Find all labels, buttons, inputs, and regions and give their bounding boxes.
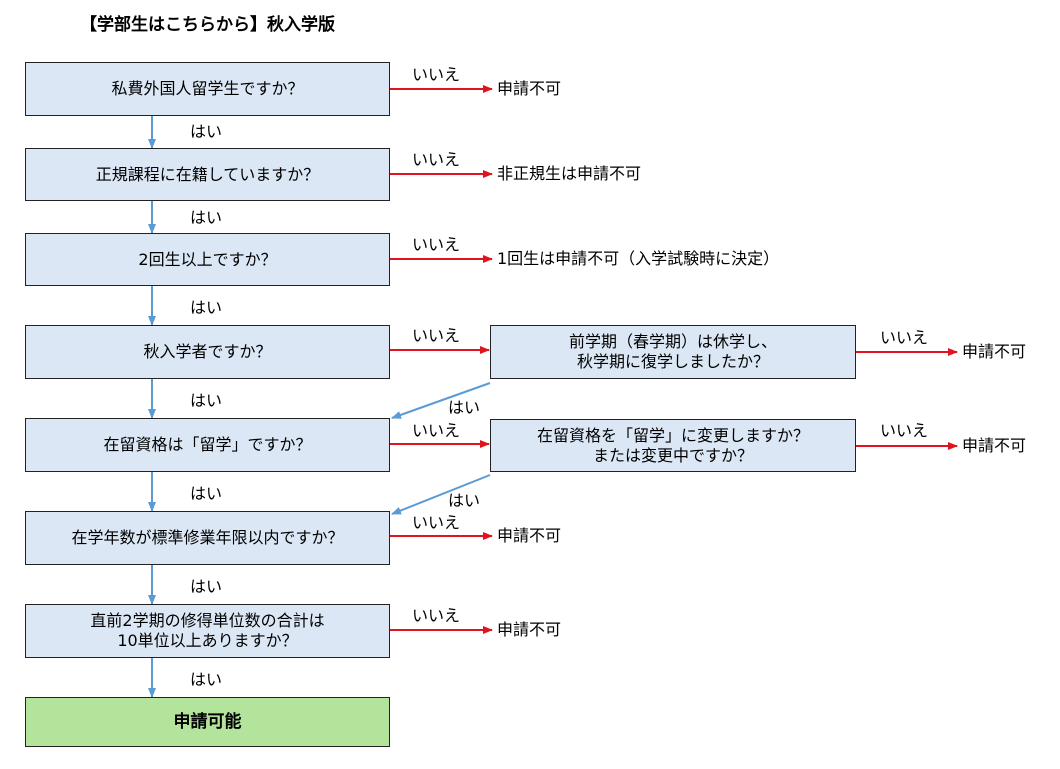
result-not-eligible: 申請不可: [497, 526, 562, 545]
no-label: いいえ: [412, 421, 461, 440]
question-box-6: 在学年数が標準修業年限以内ですか？: [25, 511, 390, 565]
question-text: 在留資格は「留学」ですか？: [103, 435, 312, 454]
question-text: 秋入学者ですか？: [143, 342, 272, 361]
result-not-eligible: 申請不可: [962, 436, 1027, 455]
yes-label: はい: [190, 122, 223, 141]
yes-label: はい: [190, 391, 223, 410]
result-not-eligible: 申請不可: [497, 79, 562, 98]
yes-label: はい: [190, 298, 223, 317]
result-non-regular: 非正規生は申請不可: [497, 164, 642, 183]
side-question-text: 前学期（春学期）は休学し、 秋学期に復学しましたか？: [568, 332, 777, 371]
page-title: 【学部生はこちらから】秋入学版: [80, 15, 335, 35]
side-question-box-2: 在留資格を「留学」に変更しますか？ または変更中ですか？: [490, 419, 856, 472]
question-text: 直前2学期の修得単位数の合計は 10単位以上ありますか？: [90, 611, 325, 650]
result-not-eligible: 申請不可: [497, 620, 562, 639]
no-label: いいえ: [412, 513, 461, 532]
no-label: いいえ: [412, 326, 461, 345]
question-box-7: 直前2学期の修得単位数の合計は 10単位以上ありますか？: [25, 604, 390, 658]
yes-arrow-side-2: [391, 474, 491, 515]
result-first-year: 1回生は申請不可（入学試験時に決定）: [497, 249, 780, 268]
question-text: 2回生以上ですか？: [138, 249, 277, 269]
question-box-4: 秋入学者ですか？: [25, 325, 390, 379]
yes-label: はい: [190, 670, 223, 689]
no-label: いいえ: [412, 235, 461, 254]
yes-label: はい: [190, 208, 223, 227]
yes-label: はい: [190, 577, 223, 596]
question-box-2: 正規課程に在籍していますか？: [25, 148, 390, 201]
eligible-text: 申請可能: [173, 712, 242, 732]
question-box-5: 在留資格は「留学」ですか？: [25, 418, 390, 472]
question-text: 正規課程に在籍していますか？: [95, 164, 320, 184]
question-box-1: 私費外国人留学生ですか？: [25, 62, 390, 116]
no-label: いいえ: [412, 150, 461, 169]
question-text: 在学年数が標準修業年限以内ですか？: [71, 528, 344, 547]
side-question-text: 在留資格を「留学」に変更しますか？ または変更中ですか？: [536, 425, 809, 465]
question-text: 私費外国人留学生ですか？: [111, 79, 304, 98]
yes-label: はい: [190, 484, 223, 503]
question-box-3: 2回生以上ですか？: [25, 233, 390, 286]
yes-label: はい: [448, 398, 481, 417]
result-not-eligible: 申請不可: [962, 342, 1027, 361]
no-label: いいえ: [412, 606, 461, 625]
no-label: いいえ: [880, 421, 929, 440]
no-label: いいえ: [880, 328, 929, 347]
side-question-box-1: 前学期（春学期）は休学し、 秋学期に復学しましたか？: [490, 325, 856, 379]
eligible-box: 申請可能: [25, 697, 390, 747]
yes-label: はい: [448, 491, 481, 510]
yes-arrow-side-1: [391, 382, 491, 419]
no-label: いいえ: [412, 65, 461, 84]
